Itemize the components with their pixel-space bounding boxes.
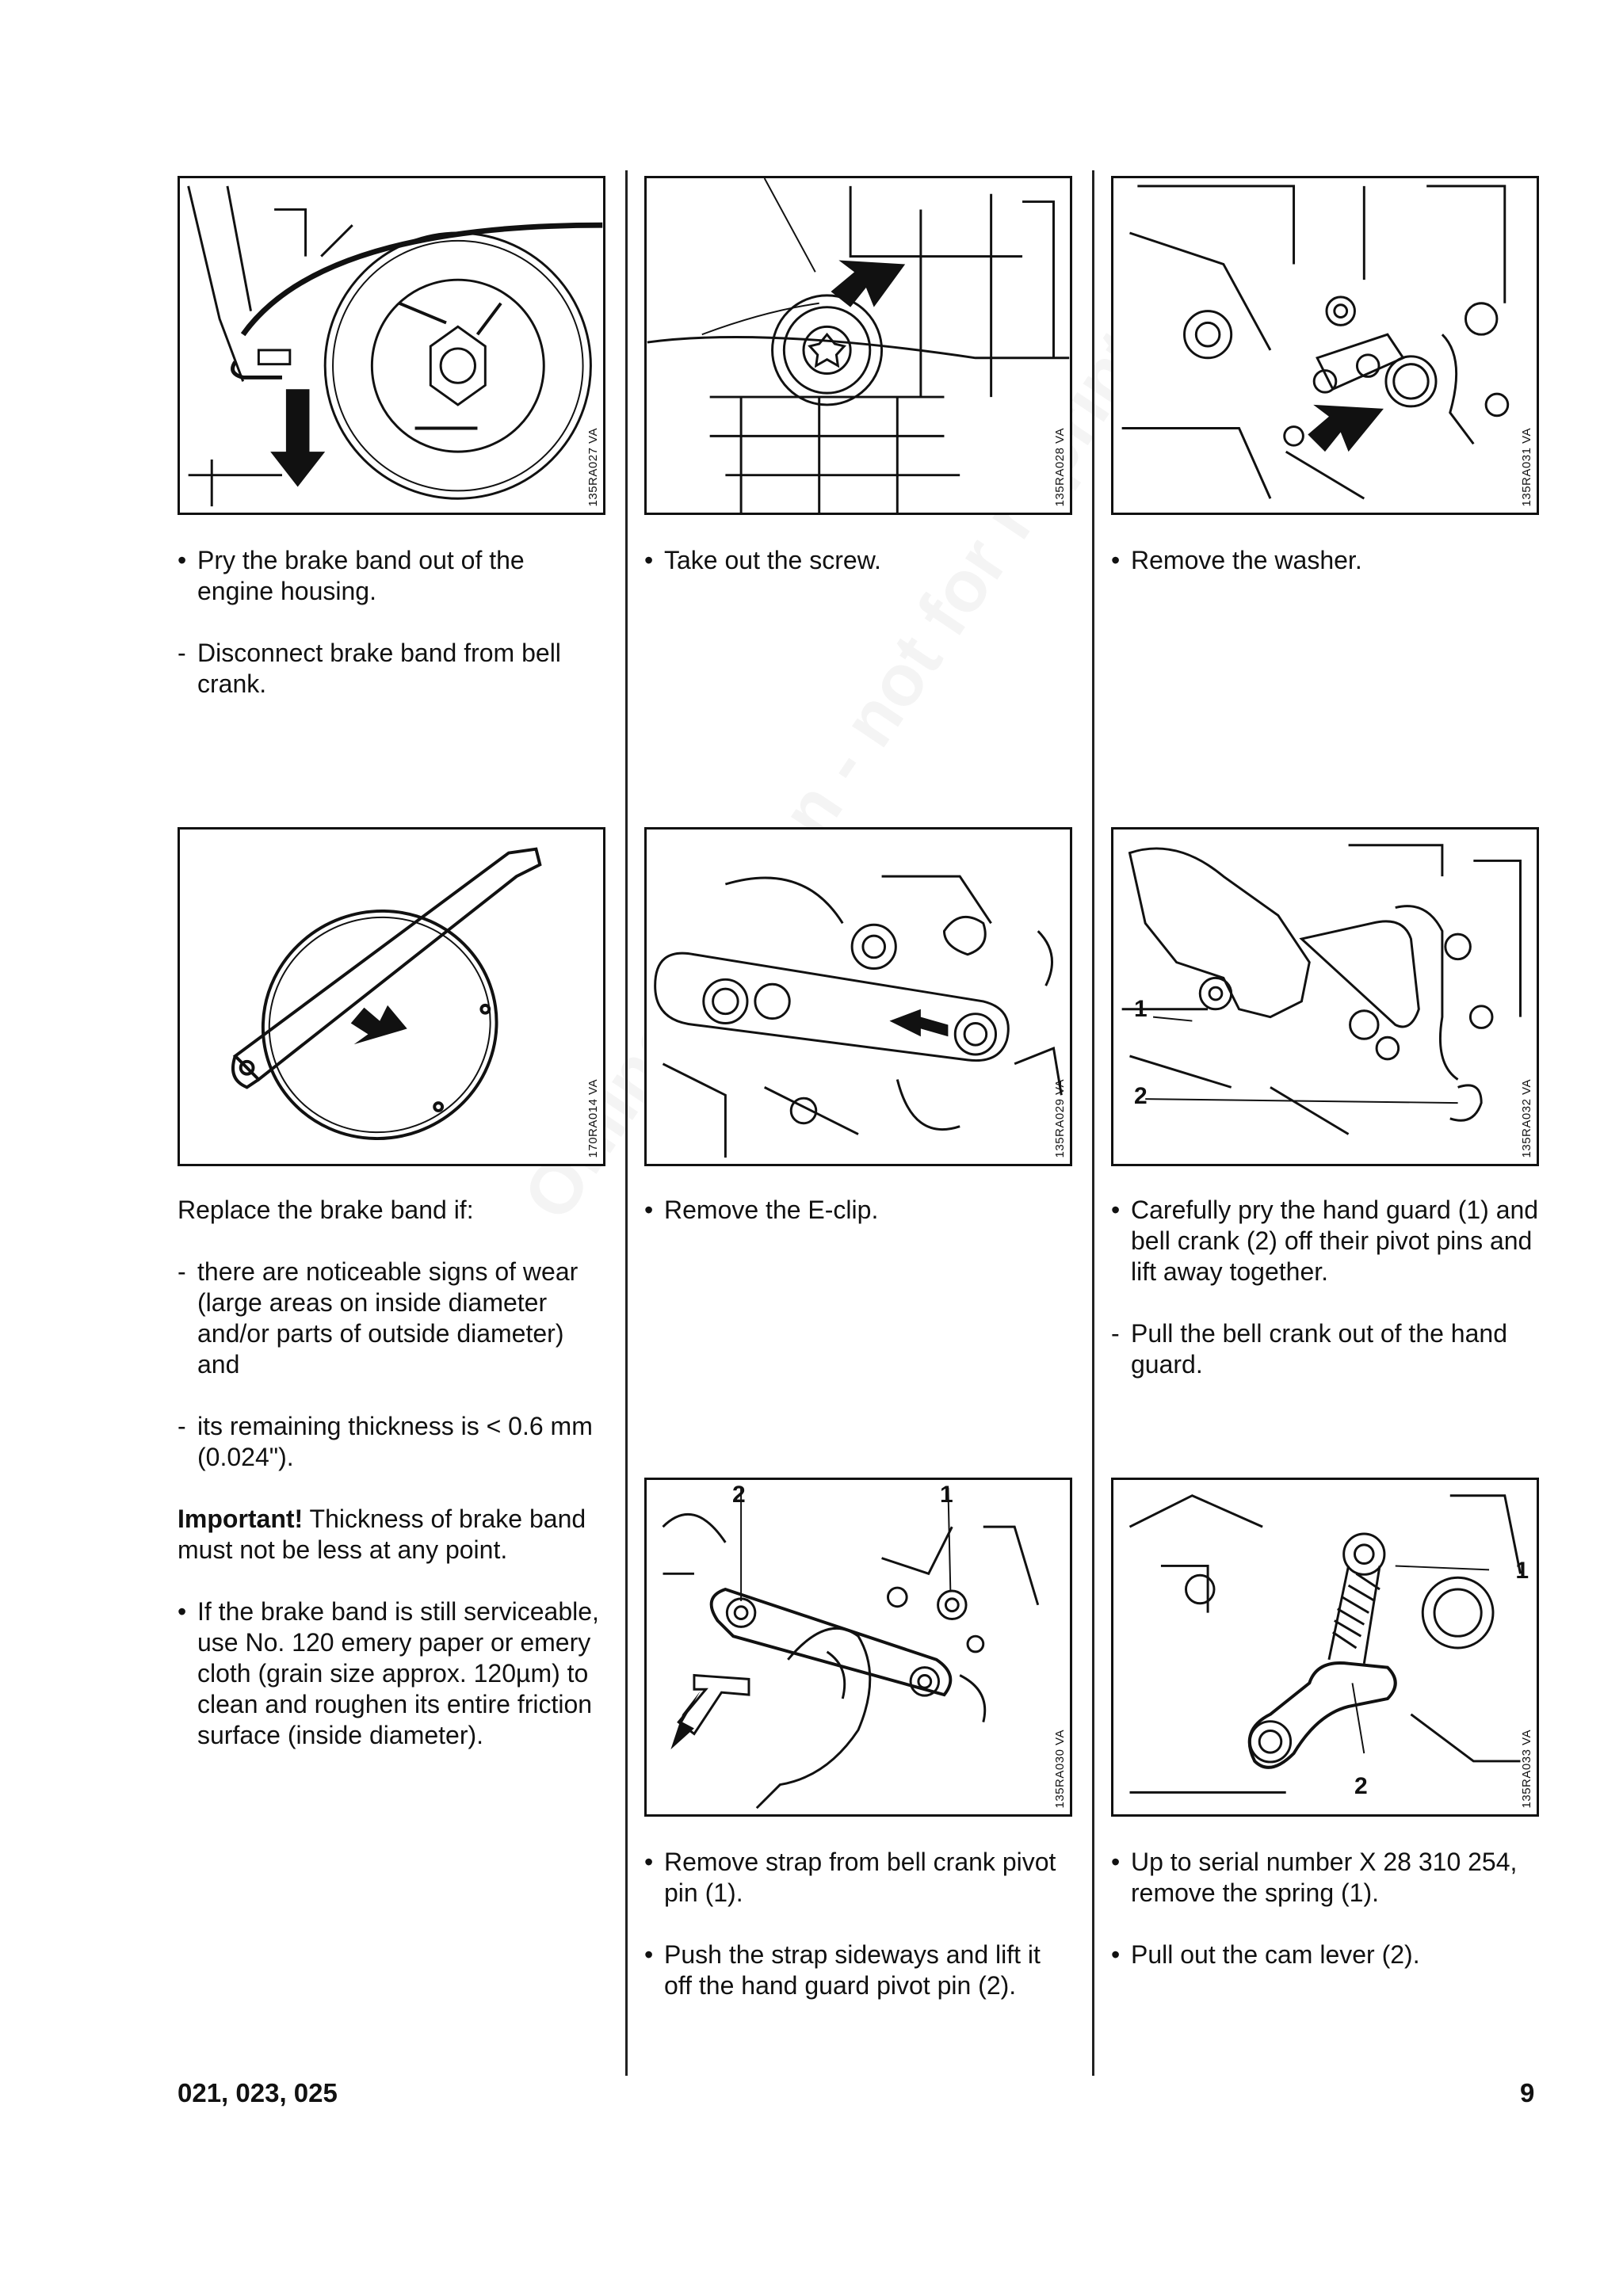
figure-6-illustration	[1121, 844, 1522, 1135]
figure-1: 135RA027 VA	[178, 176, 605, 515]
figure-code: 135RA028 VA	[1053, 427, 1067, 506]
step-text: Pry the brake band out of the engine hou…	[197, 546, 525, 605]
step-text: If the brake band is still serviceable, …	[197, 1597, 599, 1749]
callout-2: 2	[1354, 1773, 1368, 1799]
step-text: Disconnect brake band from bell crank.	[197, 639, 561, 698]
step-text: Carefully pry the hand guard (1) and bel…	[1131, 1196, 1539, 1286]
figure-7: 2 1 135RA030 VA	[644, 1478, 1072, 1817]
figure-code: 135RA029 VA	[1053, 1078, 1067, 1158]
step-text: Remove the E-clip.	[664, 1196, 879, 1224]
figure-6: 1 2 135RA032 VA	[1111, 827, 1539, 1166]
figure-5-illustration	[654, 875, 1063, 1158]
figure-code: 170RA014 VA	[586, 1078, 600, 1158]
figure-2-illustration	[647, 178, 1070, 513]
text-block-1: •Pry the brake band out of the engine ho…	[178, 546, 561, 698]
figure-5: 135RA029 VA	[644, 827, 1072, 1166]
column-divider	[1092, 170, 1094, 2076]
figure-3: 135RA031 VA	[1111, 176, 1539, 515]
intro-text: Replace the brake band if:	[178, 1196, 474, 1224]
step-text: Take out the screw.	[664, 546, 881, 574]
callout-1: 1	[1515, 1558, 1529, 1584]
text-block-8: •Up to serial number X 28 310 254, remov…	[1111, 1848, 1518, 1969]
figure-code: 135RA031 VA	[1520, 427, 1533, 506]
callout-1: 1	[940, 1482, 953, 1508]
figure-code: 135RA033 VA	[1520, 1729, 1533, 1808]
text-block-3: •Remove the washer.	[1111, 546, 1362, 574]
text-block-5: •Remove the E-clip.	[644, 1196, 879, 1224]
text-block-4: Replace the brake band if: -there are no…	[178, 1195, 605, 1782]
text-block-7: •Remove strap from bell crank pivot pin …	[644, 1848, 1056, 2000]
step-text: there are noticeable signs of wear (larg…	[197, 1257, 579, 1379]
callout-2: 2	[732, 1482, 746, 1508]
step-text: Remove strap from bell crank pivot pin (…	[664, 1848, 1056, 1907]
figure-code: 135RA027 VA	[586, 427, 600, 506]
figure-2: 135RA028 VA	[644, 176, 1072, 515]
figure-3-illustration	[1121, 185, 1510, 500]
step-text: Pull the bell crank out of the hand guar…	[1131, 1319, 1507, 1379]
page-number: 9	[1520, 2078, 1535, 2107]
step-text: Remove the washer.	[1131, 546, 1362, 574]
text-block-6: •Carefully pry the hand guard (1) and be…	[1111, 1196, 1539, 1379]
figure-4: 170RA014 VA	[178, 827, 605, 1166]
callout-1: 1	[1134, 996, 1148, 1022]
figure-8-illustration	[1128, 1494, 1522, 1794]
figure-1-illustration	[187, 185, 603, 507]
figure-4-illustration	[231, 847, 542, 1141]
step-text: its remaining thickness is < 0.6 mm (0.0…	[197, 1412, 593, 1471]
figure-7-illustration	[662, 1487, 1040, 1810]
figure-8: 1 2 135RA033 VA	[1111, 1478, 1539, 1817]
step-text: Push the strap sideways and lift it off …	[664, 1940, 1041, 2000]
step-text: Up to serial number X 28 310 254, remove…	[1131, 1848, 1518, 1907]
important-label: Important!	[178, 1505, 304, 1533]
callout-2: 2	[1134, 1083, 1148, 1109]
figure-code: 135RA030 VA	[1053, 1729, 1067, 1808]
step-text: Pull out the cam lever (2).	[1131, 1940, 1420, 1969]
footer-models: 021, 023, 025	[178, 2078, 338, 2107]
column-divider	[625, 170, 628, 2076]
figure-code: 135RA032 VA	[1520, 1078, 1533, 1158]
important-text: Thickness of brake band must not be less…	[178, 1505, 586, 1564]
text-block-2: •Take out the screw.	[644, 546, 881, 574]
important-note: Important! Thickness of brake band must …	[178, 1504, 605, 1566]
